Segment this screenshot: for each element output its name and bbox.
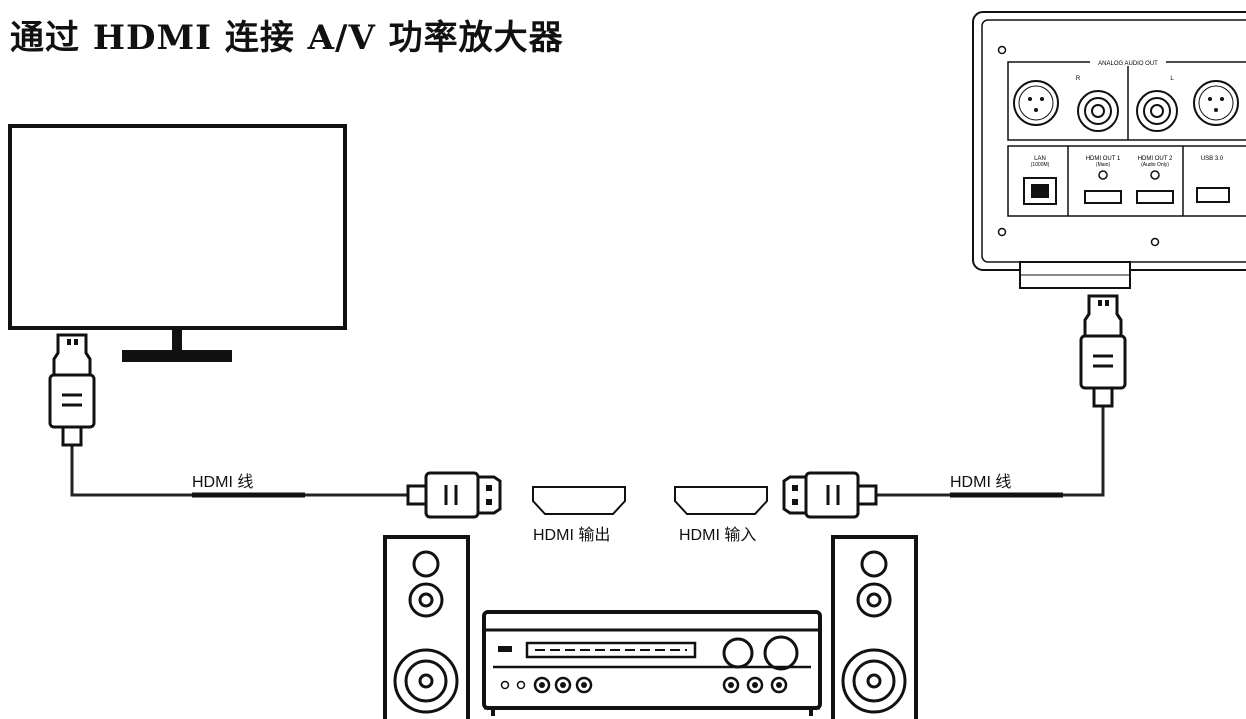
hdmi-in-port-icon — [674, 486, 768, 515]
tv-hdmi-plug — [48, 333, 96, 447]
left-speaker — [383, 535, 470, 719]
hdmi-out-label: HDMI 输出 — [533, 527, 611, 544]
xlr-r-connector — [1013, 80, 1059, 126]
hdmi-out-port-icon — [532, 486, 626, 515]
lan-label: LAN — [1034, 156, 1046, 162]
tv-monitor — [8, 124, 347, 362]
amp-in-hdmi-plug — [782, 471, 878, 519]
hdmi-out-2-port — [1136, 190, 1174, 204]
usb-port — [1196, 187, 1230, 203]
right-hdmi-cable — [782, 294, 1127, 519]
left-cable-label: HDMI 线 — [192, 474, 254, 491]
diagram-title: 通过 HDMI 连接 A/V 功率放大器 — [10, 18, 564, 58]
left-hdmi-cable — [48, 333, 502, 519]
media-player: ANALOG AUDIO OUT R L LAN (1000M) — [972, 11, 1246, 289]
svg-text:L: L — [1170, 76, 1174, 82]
svg-text:(Main): (Main) — [1096, 162, 1111, 168]
xlr-l-connector — [1193, 80, 1239, 126]
svg-text:(1000M): (1000M) — [1031, 162, 1050, 168]
hdmi-out-1-label: HDMI OUT 1 — [1086, 156, 1121, 162]
amp-out-hdmi-plug — [406, 471, 502, 519]
player-hdmi-plug — [1079, 294, 1127, 408]
svg-text:(Audio Only): (Audio Only) — [1141, 162, 1169, 168]
usb-label: USB 3.0 — [1201, 156, 1224, 162]
hdmi-in-label: HDMI 输入 — [679, 527, 757, 544]
rca-l-connector — [1136, 90, 1178, 132]
hdmi-out-1-port — [1084, 190, 1122, 204]
right-speaker — [831, 535, 918, 719]
av-receiver — [482, 610, 822, 716]
svg-text:R: R — [1076, 76, 1081, 82]
right-cable-label: HDMI 线 — [950, 474, 1012, 491]
hdmi-out-2-label: HDMI OUT 2 — [1138, 156, 1173, 162]
rca-r-connector — [1077, 90, 1119, 132]
analog-audio-out-label: ANALOG AUDIO OUT — [1098, 61, 1158, 67]
